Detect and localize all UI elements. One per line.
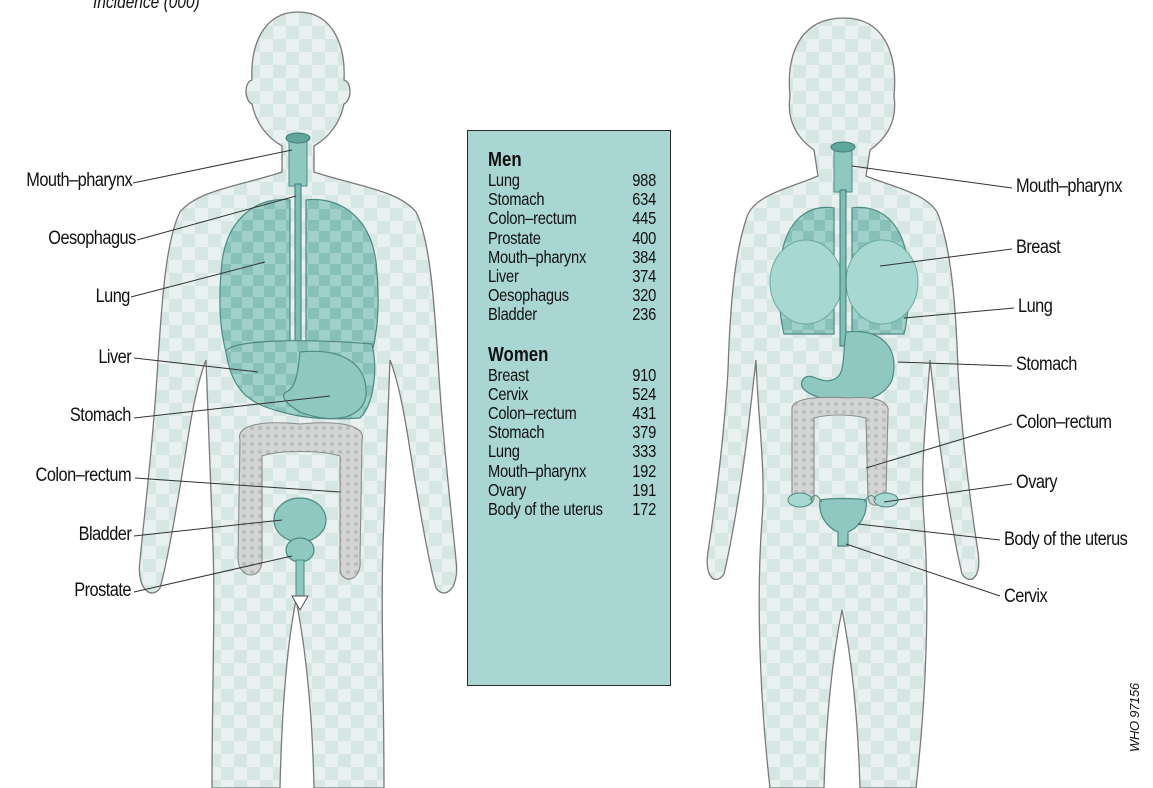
label-bladder-male: Bladder — [78, 525, 131, 544]
site-name: Cervix — [488, 385, 528, 404]
incidence-value: 379 — [632, 423, 656, 442]
incidence-value: 374 — [632, 267, 656, 286]
female-pharynx-organ — [834, 148, 852, 192]
incidence-value: 191 — [632, 481, 656, 500]
table-row: Bladder 236 — [488, 305, 656, 324]
incidence-value: 333 — [632, 442, 656, 461]
table-row: Oesophagus 320 — [488, 286, 656, 305]
label-colon-rectum-female: Colon–rectum — [1016, 413, 1112, 432]
label-breast-female: Breast — [1016, 238, 1060, 257]
table-row: Mouth–pharynx 384 — [488, 248, 656, 267]
label-stomach-male: Stomach — [70, 406, 131, 425]
site-name: Colon–rectum — [488, 209, 576, 228]
table-row: Stomach 634 — [488, 190, 656, 209]
incidence-value: 400 — [632, 229, 656, 248]
table-row: Colon–rectum 445 — [488, 209, 656, 228]
site-name: Ovary — [488, 481, 526, 500]
table-row: Mouth–pharynx 192 — [488, 462, 656, 481]
incidence-value: 445 — [632, 209, 656, 228]
site-name: Lung — [488, 171, 520, 190]
site-name: Mouth–pharynx — [488, 462, 586, 481]
site-name: Stomach — [488, 423, 544, 442]
label-lung-female: Lung — [1018, 297, 1052, 316]
table-row: Ovary 191 — [488, 481, 656, 500]
table-row: Lung 988 — [488, 171, 656, 190]
site-name: Oesophagus — [488, 286, 569, 305]
female-figure — [707, 18, 1014, 788]
male-oesophagus-organ — [295, 184, 301, 360]
table-row: Prostate 400 — [488, 229, 656, 248]
incidence-value: 524 — [632, 385, 656, 404]
table-row: Breast 910 — [488, 366, 656, 385]
incidence-value: 988 — [632, 171, 656, 190]
women-heading: Women — [488, 344, 643, 366]
site-name: Colon–rectum — [488, 404, 576, 423]
label-body-of-uterus-female: Body of the uterus — [1004, 530, 1127, 549]
table-row: Cervix 524 — [488, 385, 656, 404]
table-row: Stomach 379 — [488, 423, 656, 442]
label-colon-rectum-male: Colon–rectum — [35, 466, 131, 485]
label-liver-male: Liver — [98, 348, 131, 367]
site-name: Lung — [488, 442, 520, 461]
site-name: Bladder — [488, 305, 537, 324]
site-name: Mouth–pharynx — [488, 248, 586, 267]
site-name: Prostate — [488, 229, 541, 248]
label-mouth-pharynx-female: Mouth–pharynx — [1016, 177, 1122, 196]
men-heading: Men — [488, 149, 643, 171]
incidence-value: 192 — [632, 462, 656, 481]
incidence-value: 172 — [632, 500, 656, 519]
incidence-value: 431 — [632, 404, 656, 423]
table-row: Liver 374 — [488, 267, 656, 286]
incidence-value: 634 — [632, 190, 656, 209]
label-stomach-female: Stomach — [1016, 355, 1077, 374]
male-figure — [131, 12, 457, 788]
female-ovary-right — [874, 493, 898, 507]
site-name: Body of the uterus — [488, 500, 603, 519]
label-oesophagus-male: Oesophagus — [48, 229, 136, 248]
table-row: Lung 333 — [488, 442, 656, 461]
label-lung-male: Lung — [96, 287, 130, 306]
female-breast-right — [846, 240, 918, 324]
figure-code: WHO 97156 — [1127, 683, 1142, 752]
female-breast-left — [770, 240, 842, 324]
site-name: Liver — [488, 267, 519, 286]
label-prostate-male: Prostate — [74, 581, 131, 600]
incidence-value: 910 — [632, 366, 656, 385]
table-row: Body of the uterus 172 — [488, 500, 656, 519]
table-row: Colon–rectum 431 — [488, 404, 656, 423]
male-prostate-organ — [286, 538, 314, 562]
female-ovary-left — [788, 493, 812, 507]
site-name: Breast — [488, 366, 529, 385]
label-ovary-female: Ovary — [1016, 473, 1057, 492]
figure-caption: Incidence (000) — [93, 0, 200, 13]
label-mouth-pharynx-male: Mouth–pharynx — [26, 171, 132, 190]
site-name: Stomach — [488, 190, 544, 209]
label-cervix-female: Cervix — [1004, 587, 1047, 606]
incidence-value: 236 — [632, 305, 656, 324]
male-pharynx-organ — [289, 140, 307, 186]
incidence-value: 320 — [632, 286, 656, 305]
incidence-value: 384 — [632, 248, 656, 267]
